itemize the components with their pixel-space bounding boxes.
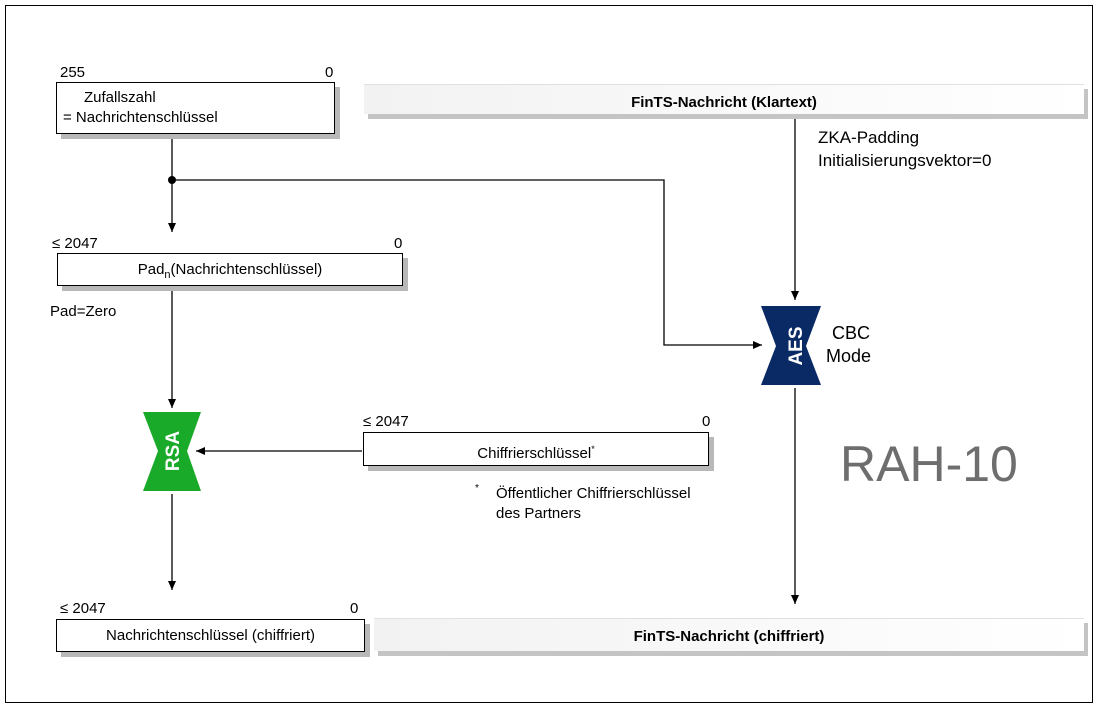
plain-message-bar: FinTS-Nachricht (Klartext) [364, 84, 1084, 114]
footnote-line1: Öffentlicher Chiffrierschlüssel [496, 485, 691, 502]
enc-key-box: Chiffrierschlüssel* [363, 432, 709, 466]
enc-key-text: Chiffrierschlüssel* [477, 444, 595, 462]
aes-mode-line1: CBC [832, 323, 871, 343]
encrypted-key-range-low: 0 [350, 600, 359, 617]
encrypted-key-range-high: ≤ 2047 [60, 600, 106, 617]
aes-mode-line2: Mode [826, 346, 872, 366]
padding-note-line2: Initialisierungsvektor=0 [818, 151, 992, 170]
padding-note-line1: ZKA-Padding [818, 128, 920, 147]
aes-label: AES [786, 326, 807, 365]
enc-key-footnote-mark: * [591, 444, 595, 454]
rsa-label: RSA [163, 431, 184, 471]
enc-key-range-low: 0 [702, 413, 711, 430]
enc-key-range-high: ≤ 2047 [363, 413, 409, 430]
padded-key-range-high: ≤ 2047 [52, 235, 98, 252]
random-key-line1: Zufallszahl [84, 89, 156, 106]
diagram-id: RAH-10 [840, 436, 1018, 492]
diagram-frame [5, 5, 1093, 703]
plain-message-label: FinTS-Nachricht (Klartext) [631, 94, 817, 111]
random-key-range-low: 0 [325, 64, 334, 81]
rsa-block: RSA [143, 412, 201, 491]
encrypted-key-box: Nachrichtenschlüssel (chiffriert) [56, 619, 365, 652]
enc-key-label: Chiffrierschlüssel [477, 445, 592, 462]
cipher-message-bar: FinTS-Nachricht (chiffriert) [374, 618, 1084, 651]
padded-key-label: Padn(Nachrichtenschlüssel) [137, 261, 323, 281]
footnote-mark: * [475, 483, 479, 494]
padded-key-range-low: 0 [394, 235, 403, 252]
padded-key-label-main: Pad [137, 261, 165, 278]
pad-zero-note: Pad=Zero [50, 303, 117, 320]
random-key-range-high: 255 [60, 64, 86, 81]
random-key-box: Zufallszahl = Nachrichtenschlüssel [56, 82, 335, 134]
padded-key-box: Padn(Nachrichtenschlüssel) [57, 253, 403, 286]
encrypted-key-label: Nachrichtenschlüssel (chiffriert) [106, 627, 315, 644]
arrow-key-to-aes [172, 179, 762, 349]
footnote-line2: des Partners [496, 505, 582, 522]
padded-key-label-sub: n [164, 269, 171, 281]
padded-key-label-rest: (Nachrichtenschlüssel) [170, 261, 323, 278]
aes-block: AES [761, 306, 821, 385]
random-key-line2: = Nachrichtenschlüssel [63, 109, 218, 126]
cipher-message-label: FinTS-Nachricht (chiffriert) [633, 628, 825, 645]
